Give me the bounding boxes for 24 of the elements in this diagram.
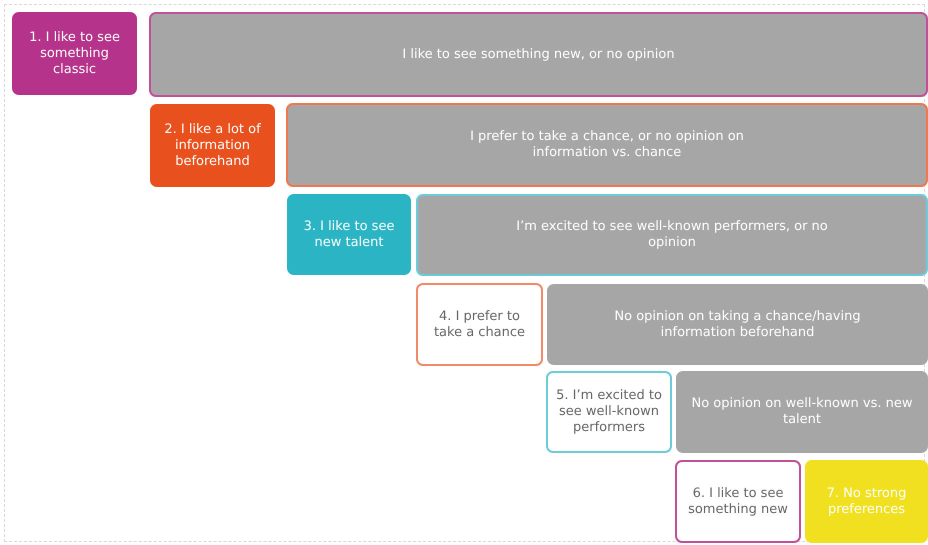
group-box bbox=[416, 194, 928, 276]
box-text: 2. I like a lot of information beforehand bbox=[163, 122, 262, 170]
box-text: 3. I like to see new talent bbox=[302, 218, 396, 250]
choice-box bbox=[675, 460, 801, 543]
box-text: I prefer to take a chance, or no opinion on information vs. chance bbox=[469, 129, 745, 161]
box-text: 1. I like to see something classic bbox=[28, 30, 121, 78]
group-box bbox=[286, 103, 928, 187]
choice-box bbox=[12, 12, 137, 95]
choice-box bbox=[546, 371, 672, 453]
box-text: I’m excited to see well-known performers, or no opinion bbox=[515, 219, 829, 251]
box-text: No opinion on taking a chance/having information beforehand bbox=[613, 308, 862, 340]
box-text: 7. No strong preferences bbox=[826, 486, 908, 518]
box-text: I like to see something new, or no opinion bbox=[402, 46, 675, 62]
group-box bbox=[676, 371, 928, 453]
group-box bbox=[547, 284, 928, 365]
choice-box bbox=[805, 460, 928, 543]
choice-box bbox=[150, 104, 275, 187]
group-box bbox=[149, 12, 928, 97]
box-text: No opinion on well-known vs. new talent bbox=[690, 396, 914, 428]
choice-box bbox=[416, 283, 543, 366]
box-text: 4. I prefer to take a chance bbox=[432, 308, 526, 340]
box-text: 6. I like to see something new bbox=[687, 486, 789, 518]
box-text: 5. I’m excited to see well-known performers bbox=[555, 388, 663, 436]
choice-box bbox=[287, 194, 411, 275]
